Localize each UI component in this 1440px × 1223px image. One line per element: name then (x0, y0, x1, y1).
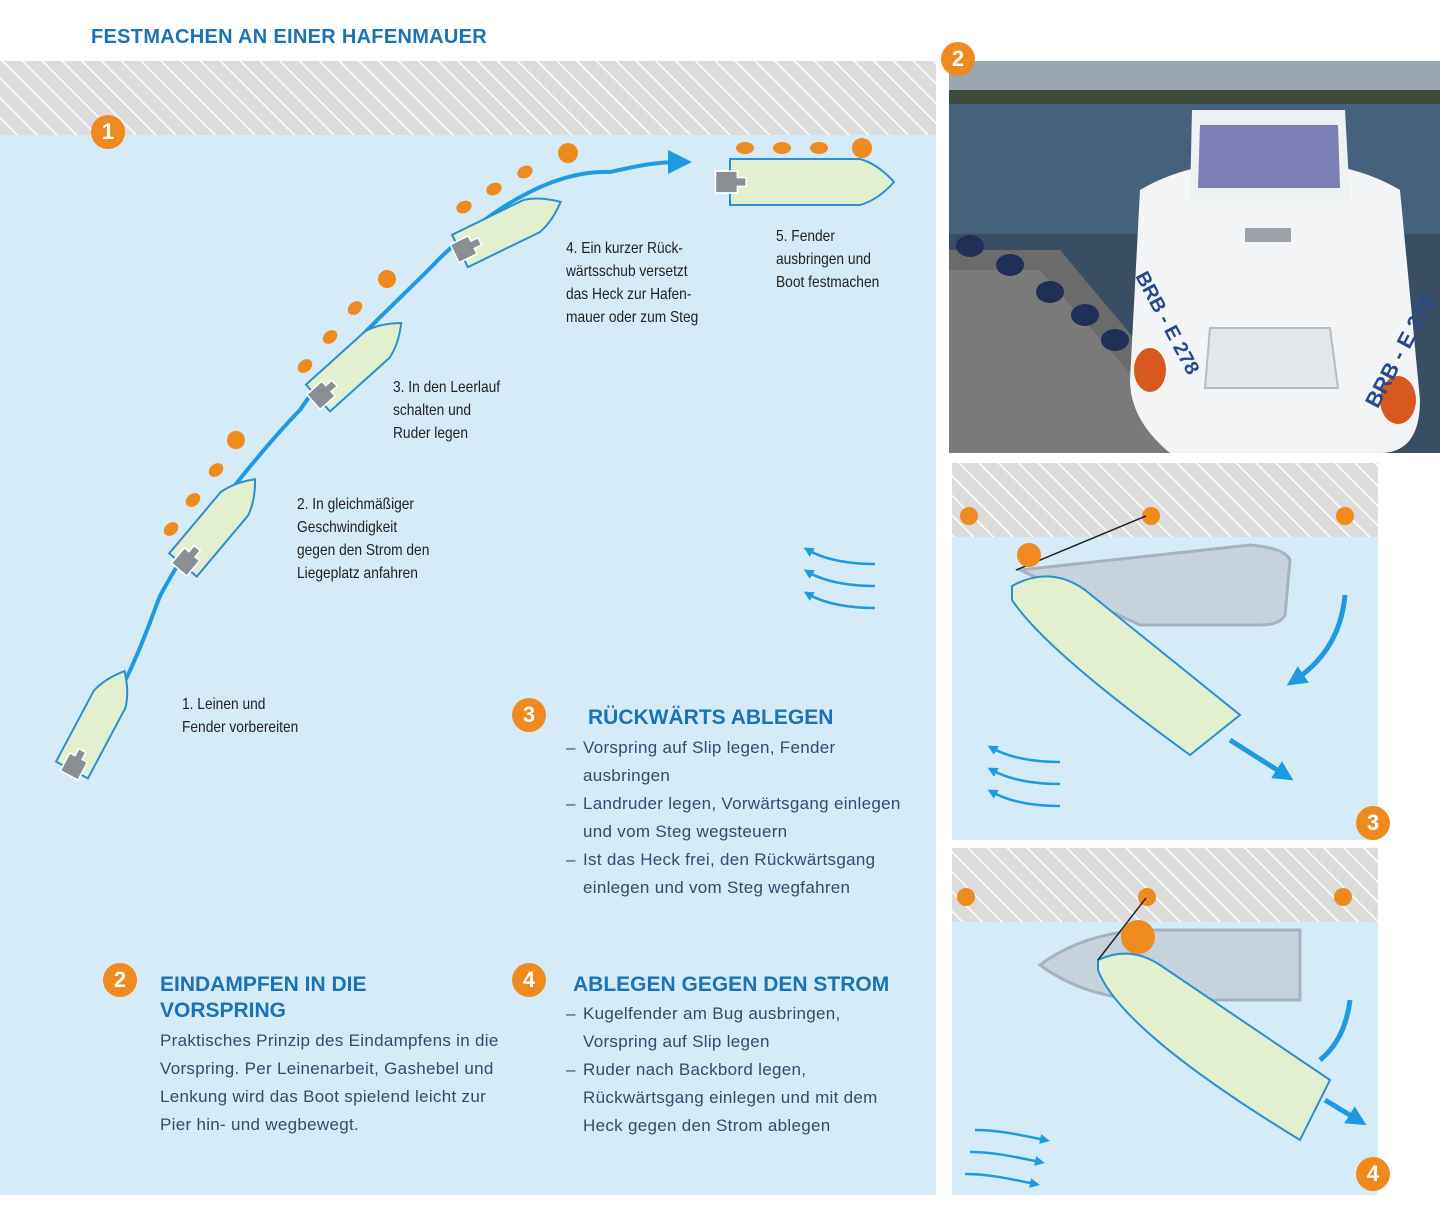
panel4-direction-arrow (1323, 1097, 1367, 1126)
badge-3-panel: 3 (1356, 806, 1390, 840)
section-2-text: Praktisches Prinzip des Eindampfens in d… (160, 1031, 499, 1134)
section-3-item: Vorspring auf Slip legen, Fender ausbrin… (566, 734, 926, 790)
panel3-bollards (960, 507, 1354, 525)
boat-step-5 (714, 158, 896, 206)
step-4-label: 4. Ein kurzer Rück- wärtsschub versetzt … (566, 240, 699, 326)
section-3-item: Landruder legen, Vorwärtsgang einlegen u… (566, 790, 926, 846)
section-4-heading: ABLEGEN GEGEN DEN STROM (573, 973, 890, 996)
panel3-turn-arrow (1286, 594, 1348, 686)
section-3-item: Ist das Heck frei, den Rückwärtsgang ein… (566, 846, 926, 902)
step-5-label: 5. Fender ausbringen und Boot festmachen (776, 228, 880, 291)
panel3-direction-arrow (1228, 737, 1294, 781)
page-title: FESTMACHEN AN EINER HAFENMAUER (91, 26, 488, 48)
panel3-current-arrows (987, 745, 1061, 808)
badge-4-section: 4 (512, 963, 546, 997)
current-arrows-main (803, 547, 876, 610)
panel3-quay (952, 463, 1378, 537)
panel4-quay (952, 848, 1378, 922)
panel4-boat (1097, 952, 1332, 1142)
panel3-boat (1011, 575, 1242, 757)
panel4-turn-arrow (1318, 999, 1353, 1062)
section-2-heading: EINDAMPFEN IN DIE VORSPRING (160, 973, 367, 1022)
panel3-ghost-boat (1014, 543, 1292, 627)
panel4-spring-line (1097, 897, 1147, 961)
badge-2-photo: 2 (941, 42, 975, 76)
step-1-label: 1. Leinen und Fender vorbereiten (182, 696, 299, 736)
step-3-label: 3. In den Leerlauf schalten und Ruder le… (393, 379, 501, 442)
panel4-ball-fender (1121, 920, 1155, 954)
badge-3-section: 3 (512, 698, 546, 732)
panel3-ball-fender (1017, 543, 1041, 567)
section-4-list: Kugelfender am Bug ausbringen, Vorspring… (566, 1000, 911, 1140)
panel4-current-arrows (964, 1128, 1050, 1188)
boat-photo (949, 61, 1440, 453)
fenders (163, 138, 872, 536)
section-4-item: Kugelfender am Bug ausbringen, Vorspring… (566, 1000, 911, 1056)
harbor-wall (0, 61, 936, 135)
section-3-heading: RÜCKWÄRTS ABLEGEN (588, 706, 834, 729)
badge-1: 1 (91, 115, 125, 149)
section-4-item: Ruder nach Backbord legen, Rückwärtsgang… (566, 1056, 911, 1140)
section-3-list: Vorspring auf Slip legen, Fender ausbrin… (566, 734, 926, 902)
badge-2-section: 2 (103, 963, 137, 997)
badge-4-panel: 4 (1356, 1157, 1390, 1191)
step-2-label: 2. In gleichmäßiger Geschwindigkeit gege… (297, 496, 430, 582)
